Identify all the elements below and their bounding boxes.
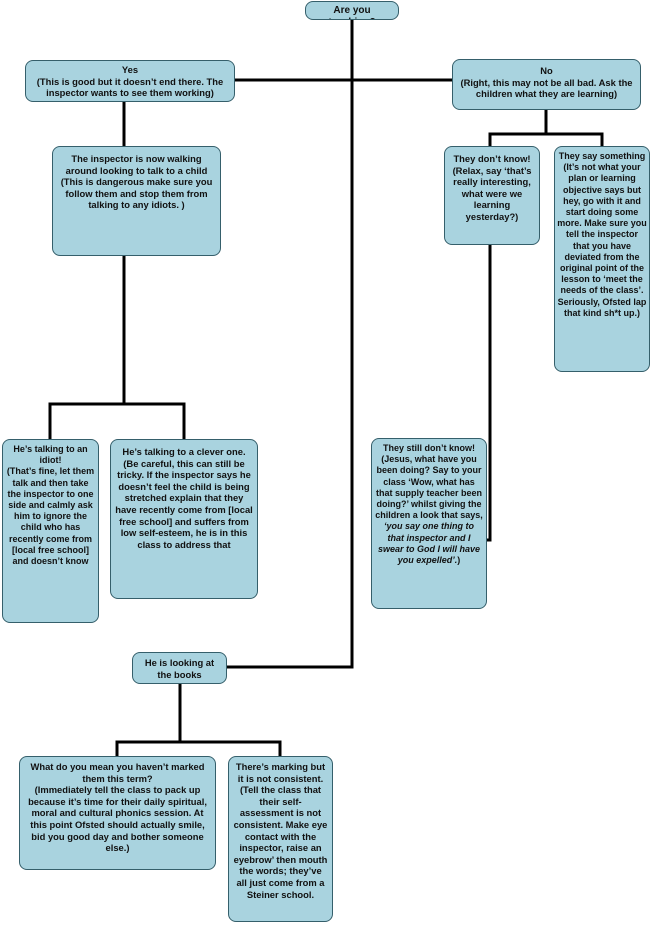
inspector-walking-body: (This is dangerous make sure you follow … (60, 176, 213, 211)
they-dont-know-box: They don’t know! (Relax, say ‘that’s rea… (444, 146, 540, 245)
still-dont-know-body: (Jesus, what have you been doing? Say to… (375, 454, 483, 566)
inspector-walking-title: The inspector is now walking around look… (65, 153, 208, 176)
yes-box: Yes (This is good but it doesn’t end the… (25, 60, 235, 102)
looking-at-books-box: He is looking at the books (132, 652, 227, 684)
not-marked-box: What do you mean you haven’t marked them… (19, 756, 216, 870)
connector-walking-children (48, 402, 186, 441)
they-say-something-title: They say something (558, 151, 646, 161)
still-dont-know-body-text: (Jesus, what have you been doing? Say to… (375, 454, 483, 521)
yes-title: Yes (121, 64, 139, 75)
talking-to-clever-box: He’s talking to a clever one. (Be carefu… (110, 439, 258, 599)
they-dont-know-body: (Relax, say ‘that’s really interesting, … (452, 164, 532, 222)
talking-to-idiot-box: He’s talking to an idiot! (That’s fine, … (2, 439, 99, 623)
looking-at-books-text: He is looking at the books (144, 657, 215, 680)
inspector-walking-box: The inspector is now walking around look… (52, 146, 221, 256)
not-consistent-box: There’s marking but it is not consistent… (228, 756, 333, 922)
still-dont-know-title: They still don’t know! (383, 443, 475, 453)
connector-no-children (488, 132, 604, 148)
connector-dontknow-still (485, 243, 492, 542)
no-body: (Right, this may not be all bad. Ask the… (460, 76, 633, 100)
no-box: No (Right, this may not be all bad. Ask … (452, 59, 641, 110)
not-marked-body: (Immediately tell the class to pack up b… (28, 784, 207, 854)
still-dont-know-end: ) (457, 555, 461, 566)
still-dont-know-box: They still don’t know! (Jesus, what have… (371, 438, 487, 609)
not-marked-title: What do you mean you haven’t marked them… (30, 761, 205, 784)
yes-body: (This is good but it doesn’t end there. … (36, 75, 224, 99)
root-question-box: Are you teaching? (305, 1, 399, 20)
they-dont-know-title: They don’t know! (453, 153, 531, 164)
not-consistent-body: (Tell the class that their self-assessme… (233, 784, 328, 900)
not-consistent-title: There’s marking but it is not consistent… (235, 761, 326, 784)
connector-root-branch (350, 18, 454, 82)
talking-to-idiot-title: He’s talking to an idiot! (13, 444, 88, 466)
talking-to-clever-body: (Be careful, this can still be tricky. I… (115, 457, 253, 550)
no-title: No (540, 65, 553, 76)
connector-trunk-books (225, 78, 354, 669)
they-say-something-box: They say something (It’s not what your p… (554, 146, 650, 372)
talking-to-idiot-body: (That’s fine, let them talk and then tak… (6, 466, 95, 567)
talking-to-clever-title: He’s talking to a clever one. (122, 446, 246, 457)
connector-books-children (115, 740, 282, 758)
root-question-text: Are you teaching? (328, 5, 375, 19)
still-dont-know-quote: ‘you say one thing to that inspector and… (377, 521, 481, 566)
they-say-something-body: (It’s not what your plan or learning obj… (557, 162, 647, 318)
